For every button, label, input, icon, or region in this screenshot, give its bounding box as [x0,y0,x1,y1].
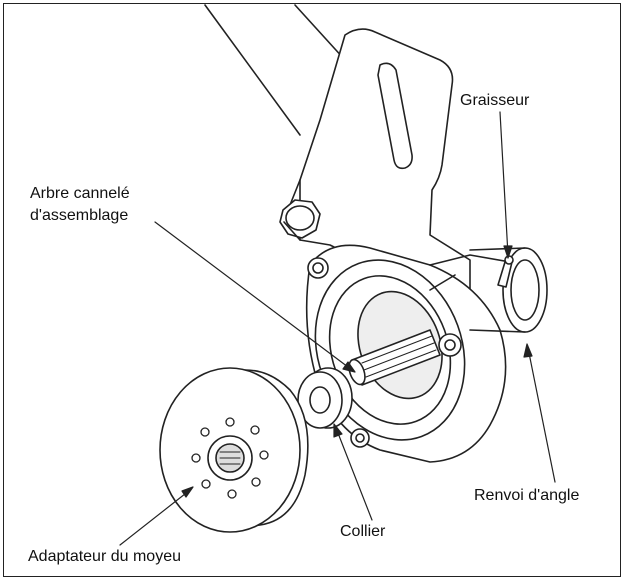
label-arbre-cannele: Arbre cannelé d'assemblage [30,183,130,227]
leader-adaptateur [119,489,191,546]
leader-lines [119,111,556,546]
leader-arbre [154,221,353,371]
label-collier: Collier [340,523,386,540]
hub-adapter [159,367,309,533]
leader-renvoi [527,347,556,483]
leader-graisseur [499,111,509,256]
collar [297,367,353,429]
label-arbre-line2: d'assemblage [30,207,129,224]
splined-shaft [348,329,441,386]
angle-gear-cover [469,247,548,333]
label-arbre-line1: Arbre cannelé [30,185,130,202]
handle-tubes [204,4,346,136]
leader-collier [335,427,373,521]
label-adaptateur-moyeu: Adaptateur du moyeu [28,548,181,565]
label-graisseur: Graisseur [460,92,530,109]
bracket-nut [279,199,321,241]
grease-fitting [497,255,514,288]
label-renvoi-angle: Renvoi d'angle [474,487,580,504]
